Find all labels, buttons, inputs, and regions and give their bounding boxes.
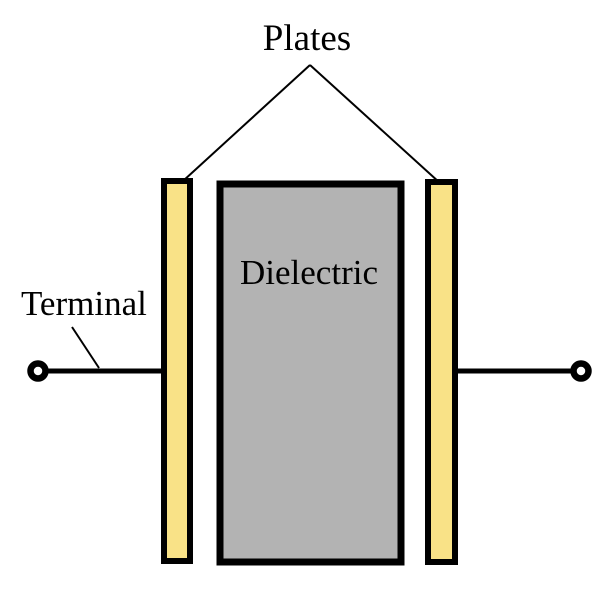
terminal-leader-line: [71, 326, 100, 369]
left-terminal-node: [27, 360, 49, 382]
dielectric-label: Dielectric: [240, 253, 378, 292]
plates-label: Plates: [262, 18, 352, 59]
right-plate: [425, 179, 458, 565]
dielectric-slab: [216, 180, 405, 566]
left-plate: [161, 178, 193, 564]
right-terminal-node: [570, 360, 592, 382]
terminal-label: Terminal: [21, 284, 147, 323]
plates-leader-right-line: [309, 64, 441, 184]
plates-leader-left-line: [182, 64, 311, 182]
